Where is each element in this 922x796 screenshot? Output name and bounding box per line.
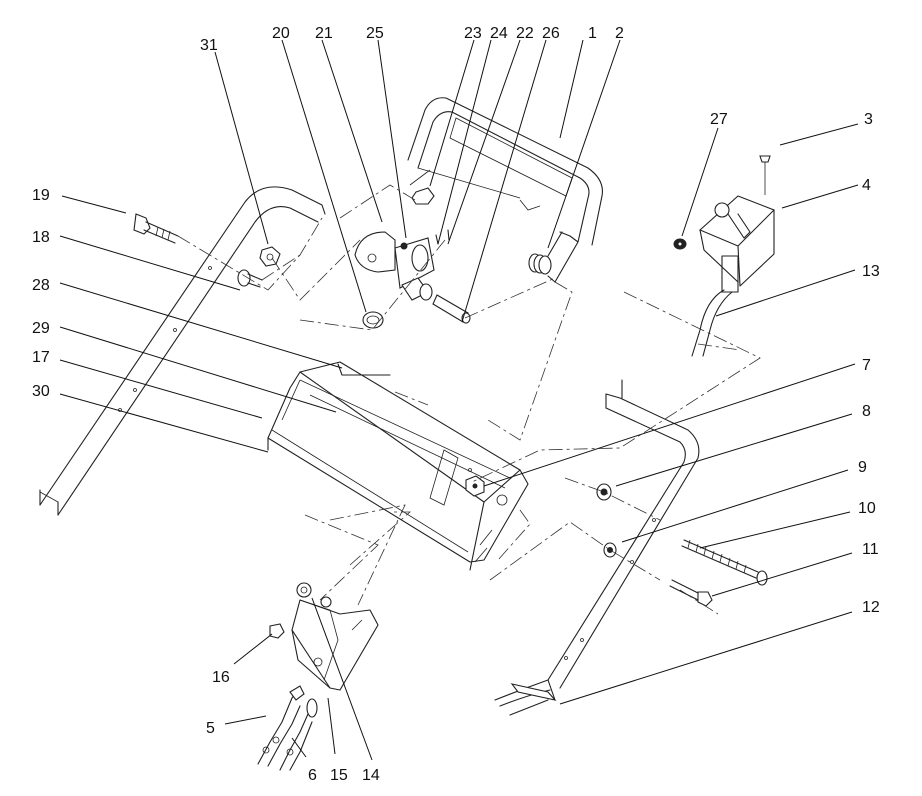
leader-lines xyxy=(59,39,859,761)
callout-30: 30 xyxy=(32,383,50,400)
callout-25: 25 xyxy=(366,25,384,42)
callout-13: 13 xyxy=(862,263,880,280)
callout-28: 28 xyxy=(32,277,50,294)
callout-18: 18 xyxy=(32,229,50,246)
callout-1: 1 xyxy=(588,25,597,42)
handle-bail-bracket xyxy=(407,97,603,283)
callout-9: 9 xyxy=(858,459,867,476)
callout-19: 19 xyxy=(32,187,50,204)
callout-2: 2 xyxy=(615,25,624,42)
control-panel-plate xyxy=(267,361,529,571)
callout-16: 16 xyxy=(212,669,230,686)
callout-23: 23 xyxy=(464,25,482,42)
lower-bracket xyxy=(269,582,379,691)
callout-20: 20 xyxy=(272,25,290,42)
shoulder-bolt xyxy=(237,269,263,288)
callout-22: 22 xyxy=(516,25,534,42)
right-handle-tube xyxy=(494,379,700,716)
callout-15: 15 xyxy=(330,767,348,784)
callout-17: 17 xyxy=(32,349,50,366)
adjuster-rod xyxy=(681,539,768,586)
left-handle-tube xyxy=(39,186,326,516)
washer-9 xyxy=(603,542,617,558)
cables xyxy=(257,685,318,771)
callout-6: 6 xyxy=(308,767,317,784)
cam-lever-assembly xyxy=(354,187,471,329)
carriage-bolt xyxy=(133,213,179,244)
hex-bolt xyxy=(669,579,713,607)
assembly-centerlines xyxy=(177,184,761,615)
callout-11: 11 xyxy=(862,541,879,558)
throttle-control xyxy=(673,155,775,357)
callout-29: 29 xyxy=(32,320,50,337)
flange-nut xyxy=(259,246,281,267)
callout-27: 27 xyxy=(710,111,728,128)
washer-8 xyxy=(596,483,612,501)
callout-10: 10 xyxy=(858,500,876,517)
callout-3: 3 xyxy=(864,111,873,128)
callout-26: 26 xyxy=(542,25,560,42)
callout-8: 8 xyxy=(862,403,871,420)
callout-7: 7 xyxy=(862,357,871,374)
cable-tie xyxy=(510,683,557,701)
callout-5: 5 xyxy=(206,720,215,737)
callout-labels: 1 2 3 4 5 6 7 8 9 10 11 12 13 14 15 16 1… xyxy=(32,25,880,784)
callout-14: 14 xyxy=(362,767,380,784)
callout-31: 31 xyxy=(200,37,218,54)
callout-4: 4 xyxy=(862,177,871,194)
callout-21: 21 xyxy=(315,25,333,42)
callout-24: 24 xyxy=(490,25,508,42)
torsion-spring xyxy=(528,231,563,275)
callout-12: 12 xyxy=(862,599,880,616)
